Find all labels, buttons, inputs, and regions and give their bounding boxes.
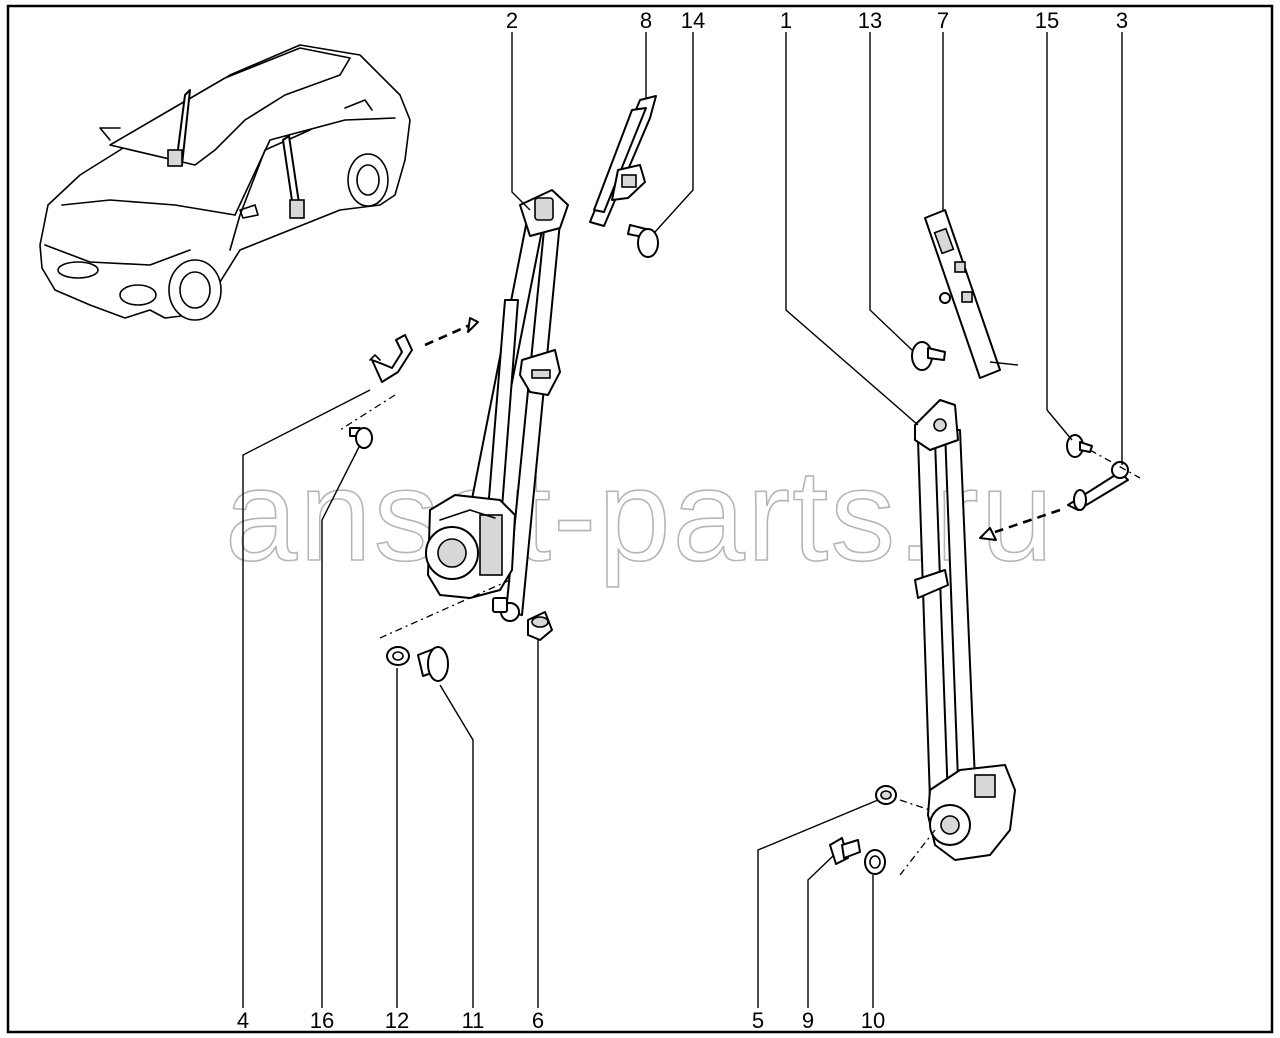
- callout-8: 8: [640, 8, 652, 33]
- axis-line-lower-left: [379, 579, 511, 639]
- callout-6: 6: [532, 1008, 544, 1033]
- watermark-text: ansat-parts.ru: [225, 442, 1055, 588]
- washer-12: [386, 646, 410, 666]
- callout-7: 7: [937, 8, 949, 33]
- bolt-9: [829, 837, 861, 865]
- belt-guide-4: [369, 334, 413, 383]
- rear-belt-assembly: [914, 399, 1016, 861]
- callout-2: 2: [506, 8, 518, 33]
- callout-1: 1: [780, 8, 792, 33]
- callout-10: 10: [861, 1008, 885, 1033]
- callout-9: 9: [802, 1008, 814, 1033]
- callout-4: 4: [237, 1008, 249, 1033]
- front-belt-assembly: [425, 189, 569, 622]
- callout-labels: 2 8 14 1 13 7 15 3 4 16 12 11 6 5 9 10: [237, 8, 1128, 1033]
- callout-11: 11: [462, 1008, 485, 1033]
- arrow-head-right: [979, 527, 997, 541]
- bolt-14: [627, 224, 659, 258]
- sleeve-6: [527, 611, 553, 641]
- upper-height-adjuster: [589, 95, 657, 227]
- screw-13: [911, 341, 946, 371]
- screw-15: [1066, 434, 1093, 458]
- bolt-11: [417, 646, 449, 682]
- arrow-head-left: [467, 317, 479, 333]
- callout-3: 3: [1116, 8, 1128, 33]
- callout-12: 12: [385, 1008, 409, 1033]
- axis-line-15-3: [1089, 449, 1141, 479]
- car-illustration: [39, 44, 411, 321]
- screw-16: [349, 427, 373, 449]
- callout-13: 13: [858, 8, 882, 33]
- height-rail-7: [924, 209, 1001, 379]
- assembly-arrow-left: [424, 323, 471, 347]
- callout-16: 16: [310, 1008, 334, 1033]
- sleeve-5: [875, 785, 897, 805]
- leader-lines: [242, 32, 1123, 1008]
- assembly-arrow-right: [994, 508, 1061, 534]
- callout-14: 14: [681, 8, 705, 33]
- washer-10: [864, 849, 886, 875]
- axis-line-4-16: [339, 394, 396, 431]
- diagram-frame: [6, 4, 1274, 1034]
- callout-15: 15: [1035, 8, 1059, 33]
- callout-5: 5: [752, 1008, 764, 1033]
- axis-line-lower-right-2: [899, 829, 936, 876]
- anchor-pin-3: [1067, 461, 1129, 511]
- axis-line-lower-right: [899, 799, 931, 811]
- rail-7-tail: [989, 361, 1019, 366]
